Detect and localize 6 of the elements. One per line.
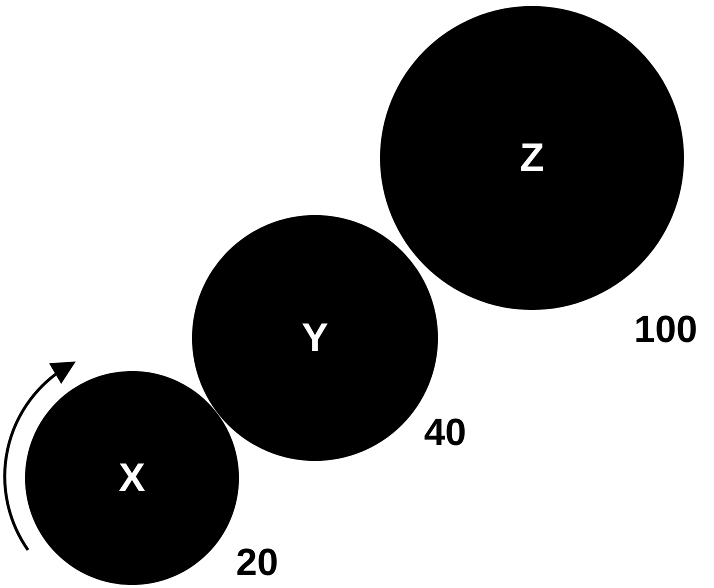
gear-letter: X — [118, 458, 146, 498]
tooth-count: 20 — [236, 544, 278, 582]
tooth-count: 40 — [424, 414, 466, 452]
gear-letter: Y — [302, 318, 328, 358]
gear-letter: Z — [520, 138, 544, 178]
tooth-count: 100 — [634, 311, 698, 349]
